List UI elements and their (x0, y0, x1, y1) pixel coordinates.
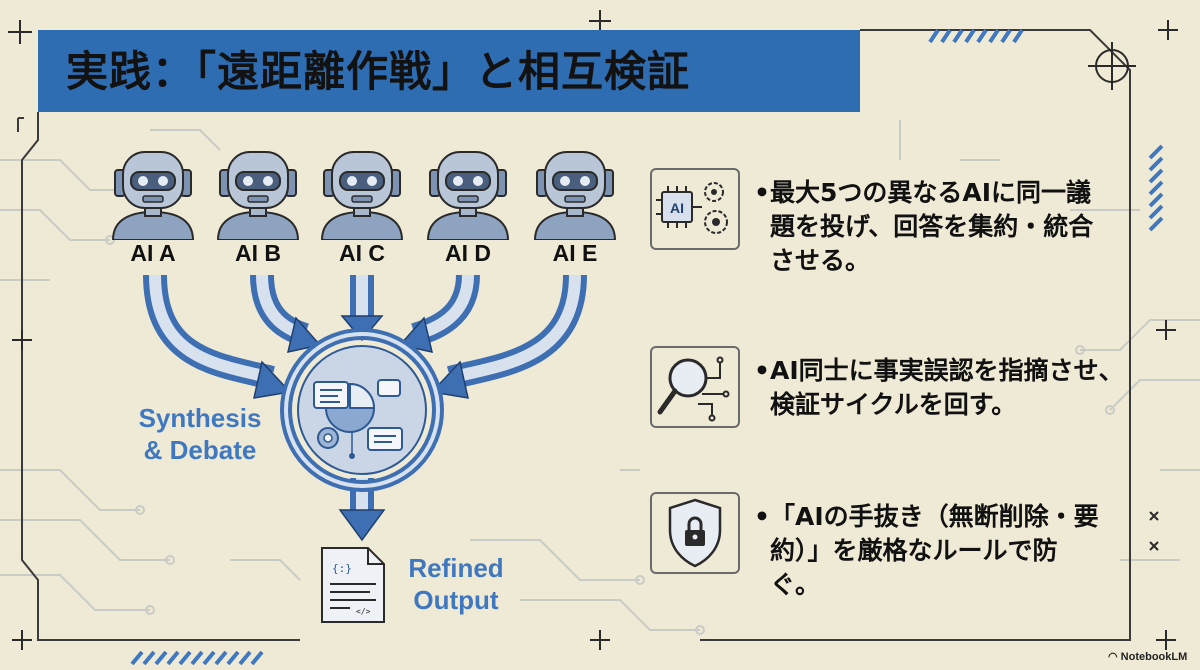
synthesis-hub (280, 328, 444, 492)
chip-label: AI (670, 200, 684, 216)
output-document-icon: {:} </> (321, 547, 385, 623)
bullet-1-line3: させる。 (770, 246, 871, 275)
robot-label-b: AI B (235, 240, 281, 266)
bullet-1-line2: 題を投げ、回答を集約・統合 (770, 212, 1094, 241)
hub-label-line1: Synthesis (138, 403, 262, 433)
robot-label-c: AI C (339, 240, 385, 266)
robot-b-icon (216, 151, 300, 240)
ai-chip-gears-icon: AI (650, 168, 740, 250)
bullet-3-line2: 約）」を厳格なルールで防 (770, 536, 1058, 565)
brand-label: NotebookLM (1120, 651, 1188, 663)
robot-a-icon (111, 151, 195, 240)
output-label-line2: Output (413, 585, 499, 615)
bullet-2-line1: AI同士に事実誤認を指摘させ、 (770, 356, 1124, 385)
bullet-1-line1: 最大5つの異なるAIに同一議 (770, 178, 1092, 207)
bullet-3-line3: ぐ。 (770, 570, 821, 599)
robot-label-d: AI D (445, 240, 491, 266)
robot-label-a: AI A (130, 240, 176, 266)
robot-d-icon (426, 151, 510, 240)
bullet-1: • 最大5つの異なるAIに同一議 題を投げ、回答を集約・統合 させる。 (754, 176, 1140, 278)
flow-arrow-a (143, 274, 275, 390)
robot-label-e: AI E (552, 240, 598, 266)
crosshair-marks (8, 10, 1178, 650)
bullet-dot: • (754, 502, 770, 531)
page-title: 実践：「遠距離作戦」と相互検証 (66, 47, 691, 96)
bullet-2: • AI同士に事実誤認を指摘させ、 検証サイクルを回す。 (754, 354, 1140, 422)
svg-text:</>: </> (356, 607, 371, 616)
shield-lock-icon (650, 492, 740, 574)
bullet-2-line2: 検証サイクルを回す。 (770, 390, 1017, 419)
bullet-dot: • (754, 356, 770, 385)
title-banner (38, 30, 860, 112)
magnifier-circuit-icon (650, 346, 740, 428)
hub-label-line2: & Debate (143, 435, 257, 465)
notebooklm-brand: ◠ NotebookLM (1108, 650, 1187, 663)
bullet-dot: • (754, 178, 770, 207)
flow-arrow-e (446, 274, 587, 390)
bullet-3-line1: 「AIの手抜き（無断削除・要 (770, 502, 1099, 531)
svg-text:{:}: {:} (332, 562, 352, 575)
robot-c-icon (320, 151, 404, 240)
output-label: Refined Output (396, 552, 516, 616)
notebooklm-logo-icon: ◠ (1108, 651, 1121, 663)
hub-label: Synthesis & Debate (125, 402, 275, 466)
bullet-3: • 「AIの手抜き（無断削除・要 約）」を厳格なルールで防 ぐ。 (754, 500, 1140, 602)
output-label-line1: Refined (408, 553, 504, 583)
robot-e-icon (533, 151, 617, 240)
